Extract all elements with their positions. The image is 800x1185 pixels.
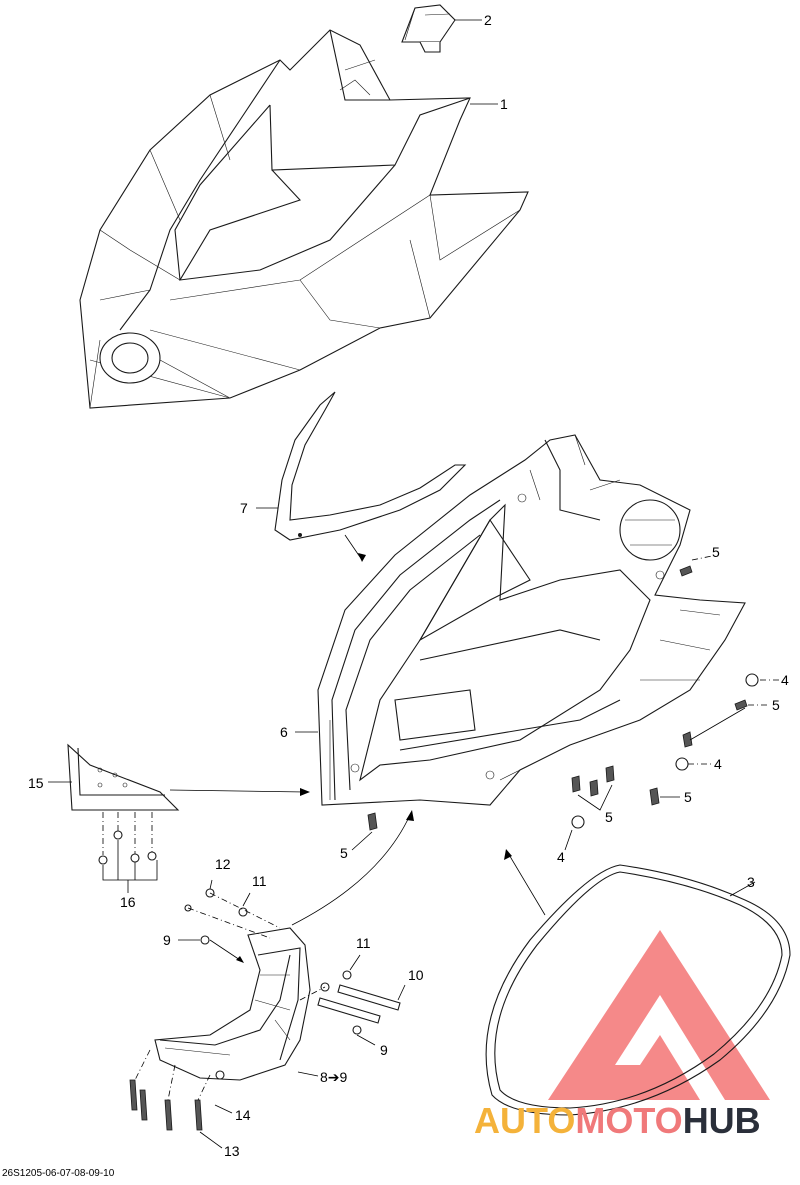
- watermark-logo: [548, 930, 770, 1100]
- fasteners-frame: [367, 565, 759, 831]
- callout-11b: 11: [356, 935, 371, 951]
- arrow-3: [507, 852, 546, 916]
- part-16-nuts: [98, 812, 158, 893]
- part-1-hood: [79, 29, 529, 409]
- callout-1: 1: [500, 96, 508, 112]
- part-13-14-screws: [129, 1049, 233, 1149]
- callout-14: 14: [235, 1107, 251, 1123]
- part-7-trim: [274, 391, 467, 541]
- callout-4b: 4: [714, 756, 722, 772]
- callout-8: 8➔9: [320, 1069, 348, 1085]
- part-2-cap: [401, 4, 456, 53]
- watermark-moto: MOTO: [575, 1100, 683, 1141]
- part-6-frame: [317, 434, 746, 806]
- leader-4c: [564, 829, 573, 851]
- callout-6: 6: [280, 724, 288, 740]
- part-15-bracket: [67, 743, 180, 811]
- leader-5e: [577, 784, 613, 811]
- part-9-10-11-12-fasteners: [178, 879, 406, 1046]
- part-8-lower-trim: [154, 927, 311, 1081]
- callout-5a: 5: [712, 544, 720, 560]
- watermark-hub: HUB: [682, 1100, 761, 1141]
- callout-12: 12: [215, 856, 231, 872]
- callout-4c: 4: [557, 849, 565, 865]
- part-3-seal: [485, 864, 791, 1116]
- arrow-7: [344, 534, 363, 561]
- callout-5e: 5: [340, 845, 348, 861]
- leader-5c: [689, 707, 746, 741]
- callout-5d: 5: [605, 809, 613, 825]
- watermark-text: AUTOMOTOHUB: [474, 1100, 761, 1142]
- callout-10: 10: [408, 967, 424, 983]
- arrow-8: [291, 814, 411, 926]
- callout-11a: 11: [252, 873, 267, 889]
- arrow-15: [169, 789, 306, 793]
- leader-3: [729, 881, 756, 897]
- watermark-auto: AUTO: [474, 1100, 576, 1141]
- callout-9a: 9: [163, 932, 171, 948]
- callout-16: 16: [120, 894, 136, 910]
- callout-15: 15: [28, 775, 44, 791]
- callout-7: 7: [240, 500, 248, 516]
- callout-4a: 4: [781, 672, 789, 688]
- callout-13: 13: [224, 1143, 240, 1159]
- figure-code: 26S1205-06-07-08-09-10: [2, 1168, 115, 1179]
- leader-8: [297, 1071, 319, 1077]
- leader-5f: [351, 831, 373, 851]
- callout-3: 3: [747, 874, 755, 890]
- leader-5a: [691, 555, 713, 561]
- callout-5b: 5: [772, 697, 780, 713]
- callout-2: 2: [484, 12, 492, 28]
- callout-9b: 9: [380, 1042, 388, 1058]
- callout-5c: 5: [684, 789, 692, 805]
